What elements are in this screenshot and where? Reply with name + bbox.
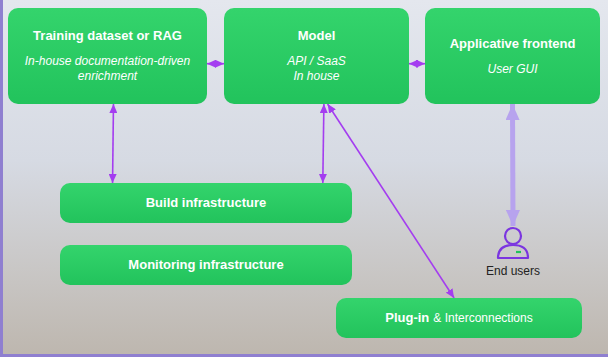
actor-node: End users bbox=[478, 226, 548, 284]
box-title: Applicative frontend bbox=[450, 36, 576, 52]
box-title: Model bbox=[298, 28, 336, 44]
connector-arrow bbox=[409, 63, 425, 65]
box-title: Monitoring infrastructure bbox=[128, 257, 283, 273]
box-subtitle: API / SaaS bbox=[287, 54, 346, 69]
actor-label: End users bbox=[486, 264, 540, 279]
process-box: Training dataset or RAG In-house document… bbox=[8, 8, 207, 104]
box-title: Plug-in bbox=[385, 310, 429, 326]
process-box: Build infrastructure bbox=[60, 183, 352, 223]
frame-strip bbox=[0, 354, 608, 357]
process-box: Applicative frontendUser GUI bbox=[425, 8, 600, 104]
box-subtitle: In-house documentation-driven enrichment bbox=[18, 54, 197, 84]
connector-arrow bbox=[323, 104, 324, 183]
box-title: Build infrastructure bbox=[146, 195, 267, 211]
box-subtitle: User GUI bbox=[487, 62, 537, 77]
box-title: Training dataset or RAG bbox=[33, 28, 182, 44]
process-box: ModelAPI / SaaSIn house bbox=[224, 8, 409, 104]
user-icon bbox=[495, 226, 531, 260]
box-subtitle: In house bbox=[293, 69, 339, 84]
frame-strip bbox=[0, 0, 3, 357]
process-box: Monitoring infrastructure bbox=[60, 245, 352, 285]
connector-arrow bbox=[510, 104, 516, 226]
box-subtitle: & Interconnections bbox=[433, 310, 532, 326]
process-box: Plug-in& Interconnections bbox=[336, 298, 582, 338]
connector-arrow bbox=[207, 63, 224, 65]
connector-arrow bbox=[112, 104, 115, 183]
